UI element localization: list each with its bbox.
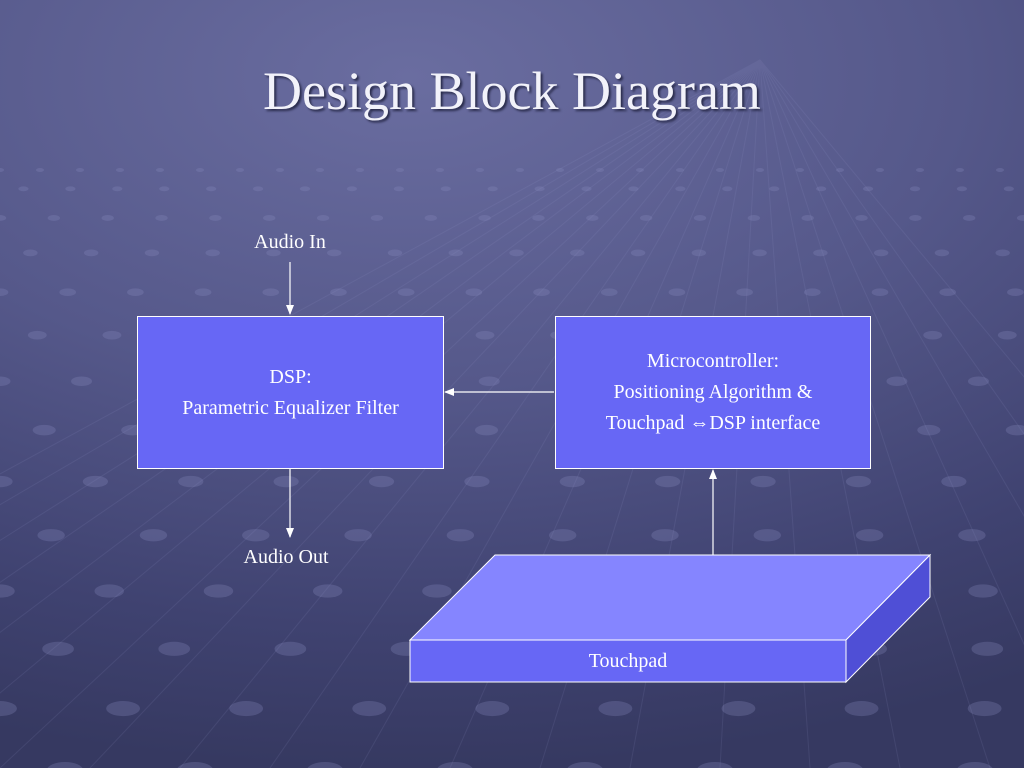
touchpad-front-face	[409, 639, 847, 683]
dsp-block-line1: DSP:	[269, 365, 312, 388]
dsp-block-line2: Parametric Equalizer Filter	[182, 396, 399, 419]
mcu-block-line1: Microcontroller:	[646, 350, 780, 372]
touchpad-label: Touchpad	[588, 649, 668, 672]
audio-in-label: Audio In	[254, 231, 326, 253]
touchpad-top-face	[408, 554, 932, 641]
mcu-block-line3: Touchpad ⇔DSP interface	[605, 412, 821, 434]
microcontroller-block: Microcontroller: Positioning Algorithm &…	[555, 316, 871, 469]
slide-title: Design Block Diagram	[263, 61, 761, 121]
audio-out-label: Audio Out	[243, 546, 329, 568]
dsp-block: DSP: Parametric Equalizer Filter	[137, 316, 444, 469]
mcu-block-line2: Positioning Algorithm &	[613, 381, 813, 403]
